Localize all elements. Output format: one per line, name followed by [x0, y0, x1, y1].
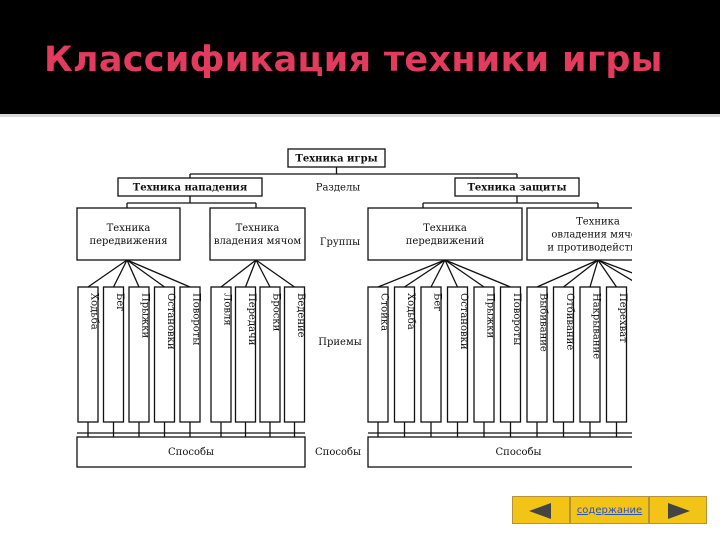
fan-line — [126, 259, 191, 288]
technique-label: Отбивание — [564, 293, 575, 350]
fan-line — [597, 259, 632, 282]
fan-line — [444, 259, 485, 288]
section-label-1: Техника нападения — [133, 183, 248, 194]
group-label-4-line-1: Техника — [576, 217, 620, 228]
methods-label-1: Способы — [168, 447, 214, 458]
technique-label: Ходьба — [405, 293, 416, 330]
fan-line — [444, 259, 511, 288]
group-label-3-line-1: Техника — [423, 223, 467, 234]
next-slide-button[interactable] — [649, 496, 707, 524]
group-label-2-line-1: Техника — [236, 223, 280, 234]
prev-slide-button[interactable] — [512, 496, 570, 524]
group-box-3 — [367, 207, 523, 261]
fan-line — [220, 259, 257, 288]
group-label-3-line-2: передвижений — [406, 236, 485, 247]
group-box-1 — [76, 207, 181, 261]
group-box-2 — [209, 207, 306, 261]
header-divider — [0, 114, 720, 117]
technique-label: Передачи — [246, 293, 257, 346]
technique-label: Накрывание — [591, 293, 602, 359]
fan-line — [404, 259, 446, 288]
technique-label: Остановки — [458, 293, 469, 350]
fan-line — [255, 259, 295, 288]
fan-line — [87, 259, 128, 288]
level-label-groups: Группы — [320, 237, 360, 248]
technique-label: Ловля — [222, 293, 233, 326]
technique-label: Ходьба — [89, 293, 100, 330]
technique-label: Повороты — [191, 293, 202, 345]
page-title: Классификация техники игры — [44, 40, 663, 80]
methods-label-2: Способы — [496, 447, 542, 458]
fan-line — [377, 259, 446, 288]
fan-line — [597, 259, 632, 274]
technique-label: Прыжки — [140, 293, 151, 339]
fan-line — [597, 259, 618, 288]
fan-line — [126, 259, 140, 288]
contents-link[interactable]: содержание — [576, 504, 643, 516]
methods-box-1 — [76, 436, 306, 468]
technique-label: Перехват — [617, 293, 628, 343]
technique-label: Бег — [114, 293, 125, 312]
header-bar: Классификация техники игры — [0, 0, 720, 114]
methods-box-2 — [367, 436, 632, 468]
contents-button[interactable]: содержание — [570, 496, 649, 524]
level-label-sections: Разделы — [316, 183, 361, 194]
technique-label: Прыжки — [485, 293, 496, 339]
level-label-techniques: Приемы — [318, 337, 361, 348]
fan-line — [563, 259, 599, 288]
arrow-left-icon — [529, 503, 551, 519]
group-label-4-line-2: овладения мячом — [551, 230, 632, 241]
group-label-1-line-1: Техника — [107, 223, 151, 234]
arrow-right-icon — [668, 503, 690, 519]
group-label-4-line-3: и противодействия — [547, 243, 632, 254]
fan-line — [536, 259, 599, 288]
group-label-2-line-2: владения мячом — [214, 236, 302, 247]
technique-label: Повороты — [511, 293, 522, 345]
fan-line — [112, 259, 128, 288]
fan-line — [244, 259, 257, 288]
fan-line — [430, 259, 446, 288]
technique-label: Ведение — [295, 293, 306, 338]
fan-line — [126, 259, 165, 288]
section-label-2: Техника защиты — [467, 183, 566, 194]
fan-line — [255, 259, 271, 288]
level-label-methods: Способы — [315, 447, 361, 458]
technique-label: Остановки — [165, 293, 176, 350]
technique-label: Выбивание — [538, 293, 549, 352]
group-label-1-line-2: передвижения — [89, 236, 167, 247]
technique-label: Бег — [432, 293, 443, 312]
fan-line — [589, 259, 599, 288]
technique-label: Броски — [271, 293, 282, 332]
root-label: Техника игры — [295, 154, 377, 165]
fan-line — [444, 259, 459, 288]
technique-label: Стойка — [379, 293, 390, 331]
